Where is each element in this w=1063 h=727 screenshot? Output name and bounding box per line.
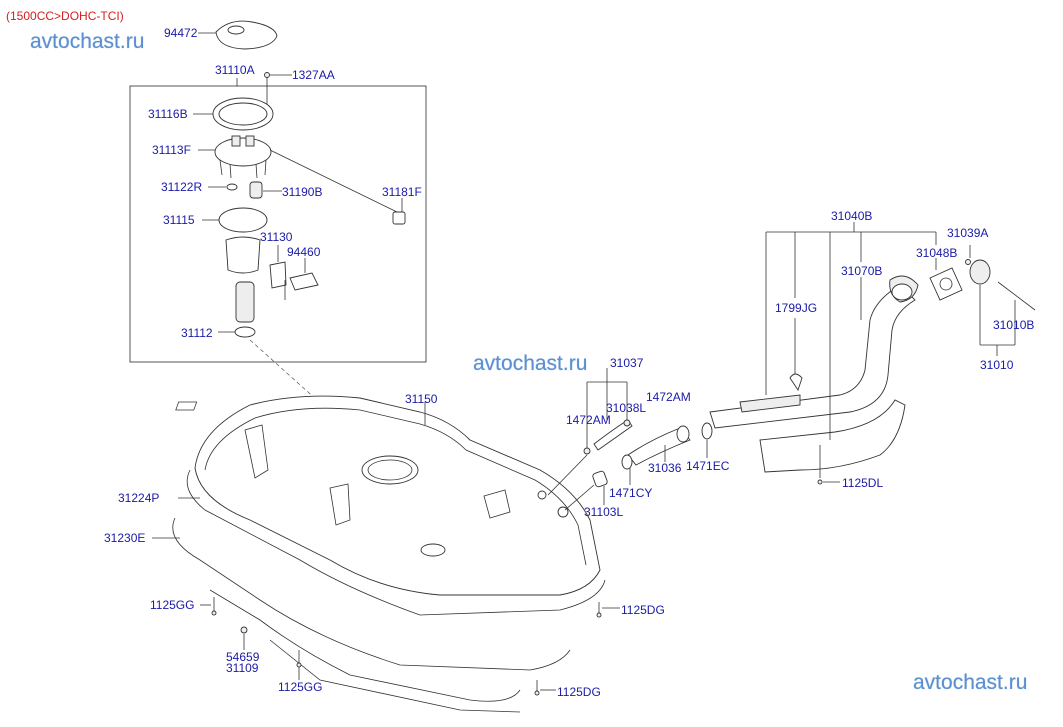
part-label-1799JG[interactable]: 1799JG [775,301,818,315]
part-label-31110A[interactable]: 31110A [215,63,255,77]
part-31038L-hose [593,419,633,451]
part-31130-sender [269,245,287,289]
part-31122R-washer [208,183,238,191]
part-label-31109[interactable]: 31109 [226,661,259,675]
part-label-31103L[interactable]: 31103L [584,505,624,519]
part-label-31122R[interactable]: 31122R [161,180,203,194]
bolt-1125DG-a [596,602,620,618]
part-31040B-filler-pipe [709,275,919,429]
part-31115-oring [202,207,268,233]
part-label-31040B[interactable]: 31040B [831,209,873,223]
part-31112-strainer [218,326,256,338]
part-label-94460[interactable]: 94460 [287,245,321,259]
part-31103L-sleeve [564,470,608,511]
part-31190B-filter [249,181,282,199]
part-label-1125DG-a[interactable]: 1125DG [621,603,665,617]
part-label-31116B[interactable]: 31116B [148,107,188,121]
part-31010B-strap [997,281,1036,345]
part-label-1125DL[interactable]: 1125DL [842,476,884,490]
part-label-54659[interactable]: 54659 [226,650,260,664]
part-label-31010[interactable]: 31010 [980,358,1014,372]
engine-variant-note: (1500CC>DOHC-TCI) [6,9,124,23]
part-94460-float [284,258,319,300]
part-31048B-gasket [929,267,963,301]
part-31010-fuel-cap [969,259,1015,356]
part-31150-fuel-tank [175,395,601,596]
part-fuel-pump-motor [235,281,255,323]
part-1799JG-clip [789,373,803,392]
watermark-bottom: avtochast.ru [913,671,1028,694]
part-label-94472[interactable]: 94472 [164,26,198,40]
part-label-31113F[interactable]: 31113F [152,143,191,157]
part-label-31150[interactable]: 31150 [405,392,438,406]
part-31224P-31230E-protectors [152,469,606,713]
part-heat-shield [759,399,906,485]
part-label-31070B[interactable]: 31070B [841,264,883,278]
pump-module-group-box [129,85,427,363]
nut-54659 [240,626,248,650]
part-label-31048B[interactable]: 31048B [916,246,958,260]
part-label-31190B[interactable]: 31190B [282,185,323,199]
part-label-1471CY[interactable]: 1471CY [609,486,653,500]
part-1471CY-clamp [621,454,633,485]
watermark-middle: avtochast.ru [473,352,588,375]
part-label-31038L[interactable]: 31038L [606,401,647,415]
bolt-1125GG-a [200,597,217,616]
part-31116B-plate [193,97,274,131]
part-label-31130[interactable]: 31130 [260,230,293,244]
bolt-1125GG-b [296,650,302,680]
part-31040B-leader-bracket [765,222,937,440]
part-label-31230E[interactable]: 31230E [104,531,146,545]
part-label-1125GG-a[interactable]: 1125GG [150,598,195,612]
part-label-1125DG-b[interactable]: 1125DG [557,685,601,699]
part-label-31224P[interactable]: 31224P [118,491,160,505]
part-31037-vent-hose-group [547,368,633,496]
part-label-1327AA[interactable]: 1327AA [292,68,335,82]
part-31039A-screw [965,245,971,265]
part-label-31112[interactable]: 31112 [181,326,213,340]
watermark-top: avtochast.ru [30,30,145,53]
part-label-31010B[interactable]: 31010B [993,318,1035,332]
part-94472-cover [198,20,278,50]
part-31113F-flange [198,135,398,213]
part-label-1125GG-b[interactable]: 1125GG [278,680,323,694]
part-31181F-connector [392,198,406,225]
part-label-1471EC[interactable]: 1471EC [686,459,730,473]
part-31036-filler-hose [627,425,691,466]
bolt-1125DG-b [534,680,556,696]
part-label-31037[interactable]: 31037 [610,356,644,370]
part-reservoir-cup [225,236,261,274]
part-label-31115[interactable]: 31115 [163,213,195,227]
part-label-1472AM-a[interactable]: 1472AM [566,413,611,427]
part-1471EC-clamp [701,422,713,458]
part-label-31039A[interactable]: 31039A [947,226,989,240]
part-label-31036[interactable]: 31036 [648,461,682,475]
part-label-1472AM-b[interactable]: 1472AM [646,390,691,404]
part-label-31181F[interactable]: 31181F [382,185,422,199]
